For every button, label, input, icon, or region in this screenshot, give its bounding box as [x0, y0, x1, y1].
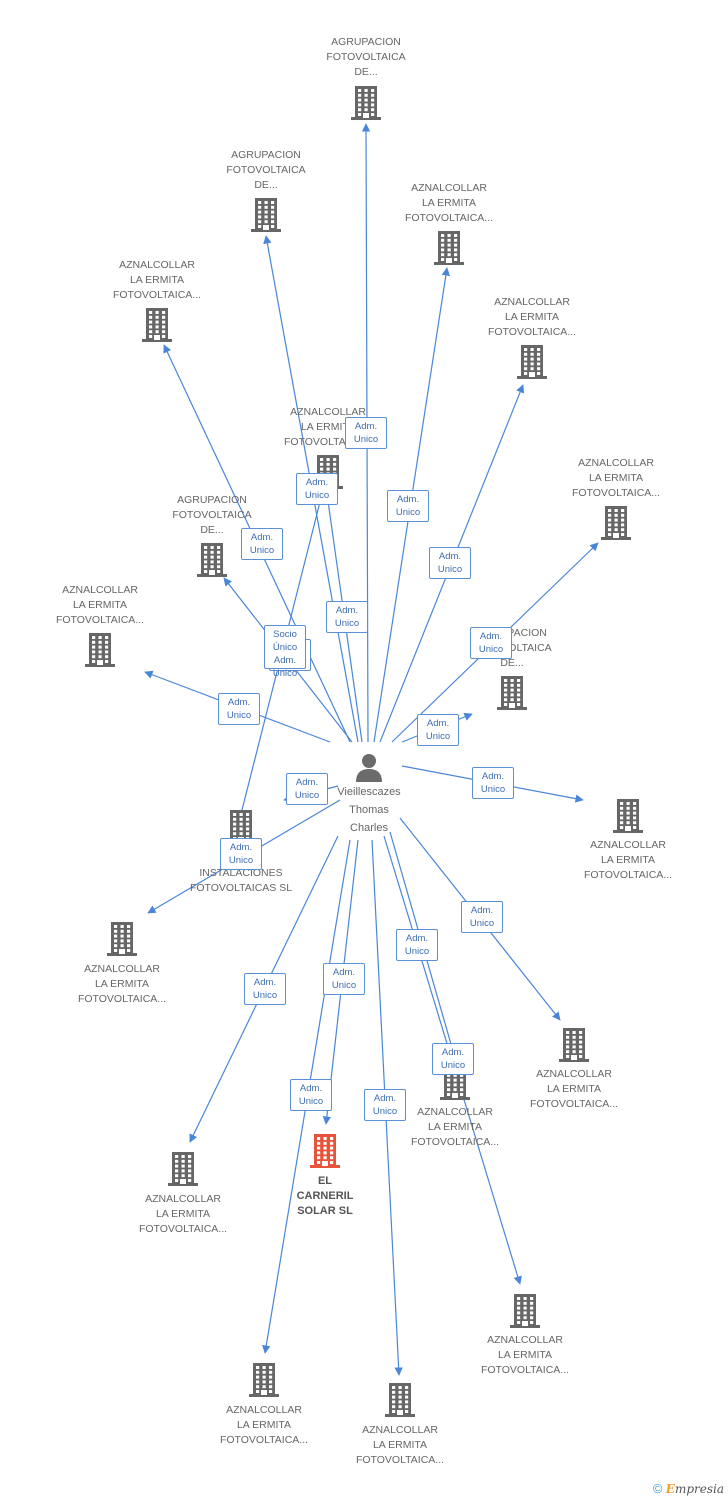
role-badge-adm-unico[interactable]: Adm. Unico	[326, 601, 368, 633]
company-name: AZNALCOLLAR LA ERMITA FOTOVOLTAICA...	[487, 296, 577, 338]
role-badge-adm-unico[interactable]: Adm. Unico	[429, 547, 471, 579]
role-badge-adm-unico[interactable]: Adm. Unico	[387, 490, 429, 522]
company-node[interactable]: AZNALCOLLAR LA ERMITA FOTOVOLTAICA...	[82, 258, 232, 342]
company-name: AZNALCOLLAR LA ERMITA FOTOVOLTAICA...	[77, 963, 167, 1005]
company-name: AZNALCOLLAR LA ERMITA FOTOVOLTAICA...	[583, 839, 673, 881]
company-node[interactable]: AZNALCOLLAR LA ERMITA FOTOVOLTAICA...	[374, 181, 524, 265]
company-node[interactable]: AZNALCOLLAR LA ERMITA FOTOVOLTAICA...	[499, 1028, 649, 1112]
company-name: AGRUPACION FOTOVOLTAICA DE...	[326, 36, 406, 78]
company-node[interactable]: AGRUPACION FOTOVOLTAICA DE...	[137, 493, 287, 577]
company-name: AZNALCOLLAR LA ERMITA FOTOVOLTAICA...	[355, 1424, 445, 1466]
role-badge-adm-unico[interactable]: Adm. Unico	[364, 1089, 406, 1121]
company-node[interactable]: AZNALCOLLAR LA ERMITA FOTOVOLTAICA...	[553, 799, 703, 883]
building-icon	[251, 198, 281, 232]
building-icon	[517, 345, 547, 379]
role-badge-adm-unico[interactable]: Adm. Unico	[345, 417, 387, 449]
company-node[interactable]: AZNALCOLLAR LA ERMITA FOTOVOLTAICA...	[25, 583, 175, 667]
building-icon	[510, 1294, 540, 1328]
building-icon	[142, 308, 172, 342]
role-badge-adm-unico[interactable]: Adm. Unico	[244, 973, 286, 1005]
brand-logo[interactable]: Empresia	[665, 1482, 724, 1496]
building-icon	[385, 1383, 415, 1417]
company-name: AZNALCOLLAR LA ERMITA FOTOVOLTAICA...	[404, 182, 494, 224]
company-name: AZNALCOLLAR LA ERMITA FOTOVOLTAICA...	[410, 1106, 500, 1148]
company-node[interactable]: AZNALCOLLAR LA ERMITA FOTOVOLTAICA...	[108, 1152, 258, 1237]
company-name: AZNALCOLLAR LA ERMITA FOTOVOLTAICA...	[571, 457, 661, 499]
role-badge-adm-unico[interactable]: Adm. Unico	[472, 767, 514, 799]
building-icon	[107, 922, 137, 956]
role-badge-adm-unico[interactable]: Adm. Unico	[432, 1043, 474, 1075]
role-badge-adm-unico[interactable]: Adm. Unico	[417, 714, 459, 746]
person-name: Vieillescazes Thomas Charles	[337, 786, 401, 834]
company-name: AZNALCOLLAR LA ERMITA FOTOVOLTAICA...	[219, 1404, 309, 1446]
company-name: AZNALCOLLAR LA ERMITA FOTOVOLTAICA...	[55, 584, 145, 626]
building-icon	[168, 1152, 198, 1186]
building-icon	[497, 676, 527, 710]
role-badge-adm-unico[interactable]: Adm. Unico	[396, 929, 438, 961]
building-icon	[601, 506, 631, 540]
company-name: AGRUPACION FOTOVOLTAICA DE...	[226, 149, 306, 191]
company-name: AGRUPACION FOTOVOLTAICA DE...	[472, 627, 551, 669]
role-badge-adm-unico[interactable]: Adm. Unico	[290, 1079, 332, 1111]
role-badge-adm-unico[interactable]: Adm. Unico	[470, 627, 512, 659]
role-badge-adm-unico[interactable]: Adm. Unico	[286, 773, 328, 805]
building-icon	[197, 543, 227, 577]
building-icon	[249, 1363, 279, 1397]
building-icon	[351, 86, 381, 120]
role-badge-socio-unico[interactable]: Socio Único Adm. Unico	[264, 625, 306, 679]
company-node[interactable]: AGRUPACION FOTOVOLTAICA DE...	[437, 626, 587, 710]
role-badge-adm-unico[interactable]: Adm. Unico	[220, 838, 262, 870]
company-node[interactable]: AGRUPACION FOTOVOLTAICA DE...	[291, 35, 441, 120]
company-name: AZNALCOLLAR LA ERMITA FOTOVOLTAICA...	[112, 259, 202, 301]
role-badge-adm-unico[interactable]: Adm. Unico	[323, 963, 365, 995]
company-name: AZNALCOLLAR LA ERMITA FOTOVOLTAICA...	[529, 1068, 619, 1110]
company-name: AGRUPACION FOTOVOLTAICA DE...	[172, 494, 252, 536]
focus-building-icon	[310, 1134, 340, 1168]
focus-company-node[interactable]: EL CARNERIL SOLAR SL	[250, 1134, 400, 1219]
company-node[interactable]: AZNALCOLLAR LA ERMITA FOTOVOLTAICA...	[325, 1383, 475, 1468]
company-node[interactable]: AZNALCOLLAR LA ERMITA FOTOVOLTAICA...	[189, 1363, 339, 1448]
company-name: EL CARNERIL SOLAR SL	[296, 1175, 354, 1217]
company-name: INSTALACIONES FOTOVOLTAICAS SL	[189, 867, 293, 894]
role-badge-adm-unico[interactable]: Adm. Unico	[461, 901, 503, 933]
building-icon	[85, 633, 115, 667]
role-badge-adm-unico[interactable]: Adm. Unico	[296, 473, 338, 505]
building-icon	[434, 231, 464, 265]
company-node[interactable]: AZNALCOLLAR LA ERMITA FOTOVOLTAICA...	[450, 1294, 600, 1378]
company-name: AZNALCOLLAR LA ERMITA FOTOVOLTAICA...	[138, 1193, 228, 1235]
building-icon	[613, 799, 643, 833]
company-node[interactable]: AZNALCOLLAR LA ERMITA FOTOVOLTAICA...	[457, 295, 607, 379]
company-node[interactable]: AZNALCOLLAR LA ERMITA FOTOVOLTAICA...	[47, 922, 197, 1007]
role-badge-adm-unico[interactable]: Adm. Unico	[241, 528, 283, 560]
company-node[interactable]: AZNALCOLLAR LA ERMITA FOTOVOLTAICA...	[541, 456, 691, 540]
brand-footer: © Empresia	[653, 1481, 724, 1496]
building-icon	[559, 1028, 589, 1062]
company-node[interactable]: AGRUPACION FOTOVOLTAICA DE...	[191, 148, 341, 232]
person-node[interactable]: Vieillescazes Thomas Charles	[309, 752, 429, 836]
role-badge-adm-unico[interactable]: Adm. Unico	[218, 693, 260, 725]
person-icon	[356, 754, 382, 782]
copyright-symbol: ©	[652, 1481, 663, 1496]
company-name: AZNALCOLLAR LA ERMITA FOTOVOLTAICA...	[480, 1334, 570, 1376]
